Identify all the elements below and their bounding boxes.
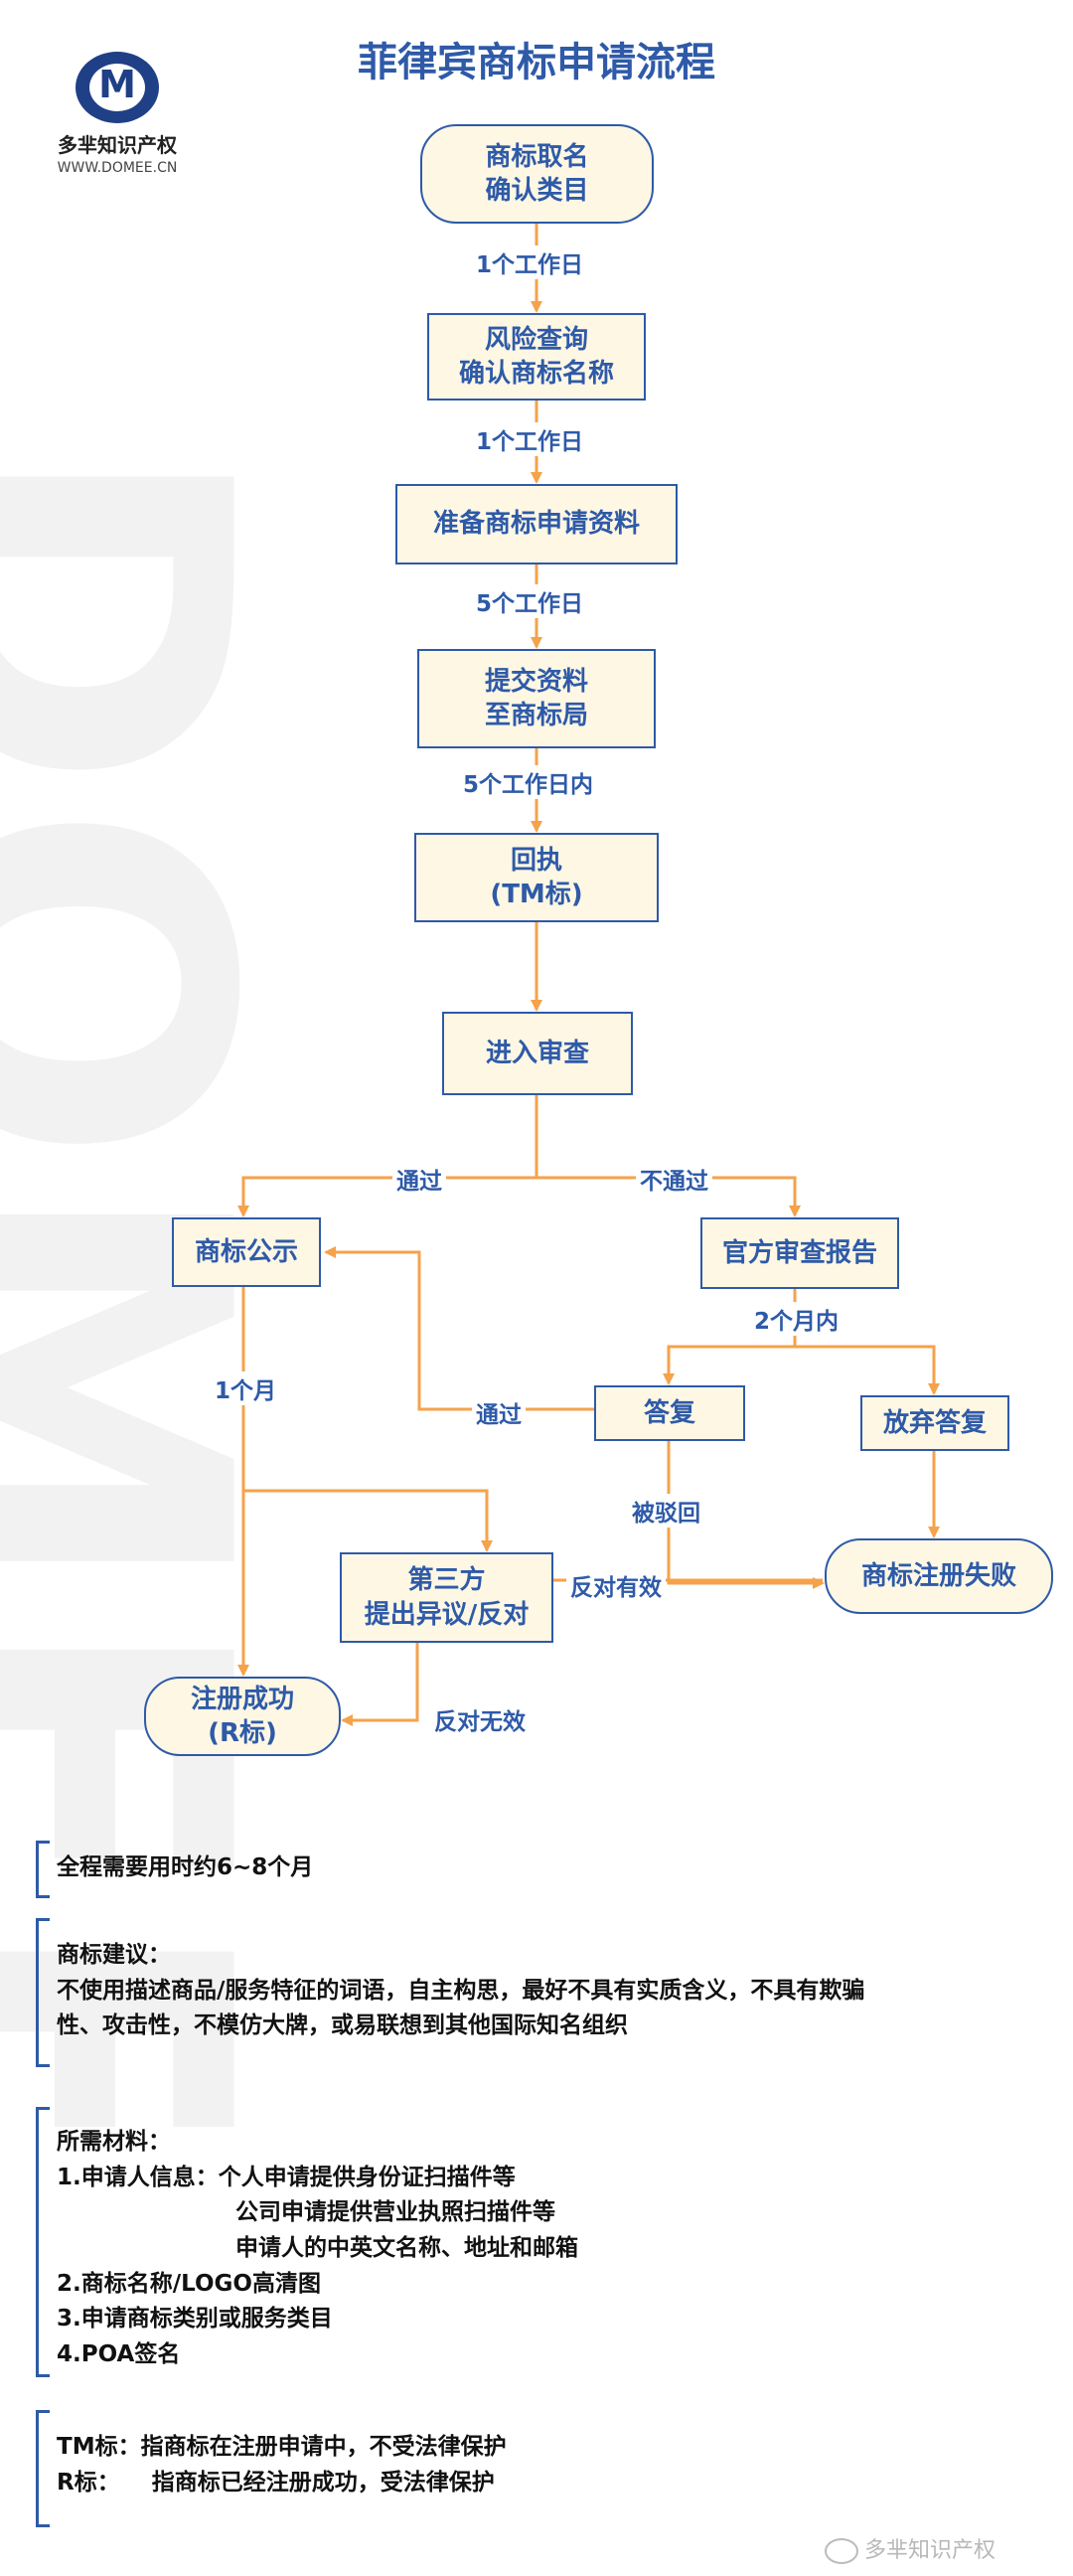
label-pass: 通过: [392, 1162, 446, 1196]
edge-split-giveup: [795, 1345, 940, 1395]
label-two-months: 2个月内: [750, 1302, 843, 1336]
node-reply: 答复: [594, 1385, 745, 1441]
wechat-icon: [825, 2538, 858, 2564]
material-2: 2.商标名称/LOGO高清图: [57, 2270, 321, 2297]
info-duration: 全程需要用时约6~8个月: [36, 1841, 1029, 1898]
material-3: 3.申请商标类别或服务类目: [57, 2306, 333, 2333]
logo: M 多芈知识产权 WWW.DOMEE.CN: [38, 52, 197, 176]
label-d2: 1个工作日: [472, 422, 588, 456]
node-publication: 商标公示: [172, 1217, 321, 1287]
label-reply-pass: 通过: [472, 1395, 526, 1429]
advice-line-1: 不使用描述商品/服务特征的词语，自主构思，最好不具有实质含义，不具有欺骗: [57, 1977, 865, 2004]
edge-fail-report: [536, 1176, 801, 1217]
tm-definition: TM标：指商标在注册申请中，不受法律保护: [57, 2434, 507, 2460]
r-definition: R标： 指商标已经注册成功，受法律保护: [57, 2469, 495, 2496]
material-1: 1.申请人信息：个人申请提供身份证扫描件等: [57, 2164, 516, 2190]
materials-title: 所需材料：: [57, 2129, 171, 2155]
node-risk-search: 风险查询 确认商标名称: [427, 313, 646, 401]
node-give-up: 放弃答复: [860, 1395, 1009, 1451]
label-fail: 不通过: [636, 1162, 712, 1196]
info-materials: 所需材料： 1.申请人信息：个人申请提供身份证扫描件等 公司申请提供营业执照扫描…: [36, 2107, 1029, 2377]
info-tm-r: TM标：指商标在注册申请中，不受法律保护 R标： 指商标已经注册成功，受法律保护: [36, 2410, 1029, 2527]
edge-publication-opposition: [243, 1489, 493, 1552]
logo-name: 多芈知识产权: [58, 133, 177, 157]
label-opp-invalid: 反对无效: [430, 1702, 530, 1736]
edge-reply-publication: [324, 1246, 594, 1411]
material-1-names: 申请人的中英文名称、地址和邮箱: [235, 2234, 578, 2261]
footer-watermark: 多芈知识产权: [825, 2532, 996, 2564]
material-4: 4.POA签名: [57, 2340, 181, 2367]
advice-title: 商标建议：: [57, 1942, 171, 1968]
material-1-company: 公司申请提供营业执照扫描件等: [235, 2199, 555, 2226]
advice-line-2: 性、攻击性，不模仿大牌，或易联想到其他国际知名组织: [57, 2012, 628, 2039]
node-receipt: 回执 (TM标): [414, 833, 659, 922]
node-naming: 商标取名 确认类目: [420, 124, 654, 224]
node-official-report: 官方审查报告: [700, 1217, 899, 1289]
label-d4: 5个工作日内: [459, 765, 598, 799]
page-title: 菲律宾商标申请流程: [358, 40, 715, 85]
info-advice: 商标建议： 不使用描述商品/服务特征的词语，自主构思，最好不具有实质含义，不具有…: [36, 1918, 1029, 2067]
label-one-month: 1个月: [211, 1371, 281, 1405]
node-prepare: 准备商标申请资料: [395, 484, 678, 564]
node-failure: 商标注册失败: [825, 1538, 1053, 1614]
edge-split-reply: [663, 1345, 795, 1385]
logo-mark: M: [76, 52, 159, 123]
label-d1: 1个工作日: [472, 245, 588, 279]
label-d3: 5个工作日: [472, 584, 588, 618]
edge-reply-failure: [667, 1441, 825, 1589]
label-opp-valid: 反对有效: [566, 1568, 666, 1602]
node-submit: 提交资料 至商标局: [417, 649, 656, 748]
node-success: 注册成功 (R标): [144, 1677, 341, 1756]
node-opposition: 第三方 提出异议/反对: [340, 1552, 553, 1643]
label-rejected: 被驳回: [628, 1494, 704, 1528]
edge-opposition-success: [341, 1643, 419, 1726]
edge-pass-publication: [237, 1176, 536, 1217]
logo-url: WWW.DOMEE.CN: [57, 160, 178, 176]
duration-text: 全程需要用时约6~8个月: [57, 1854, 314, 1880]
node-examination: 进入审查: [442, 1012, 633, 1095]
